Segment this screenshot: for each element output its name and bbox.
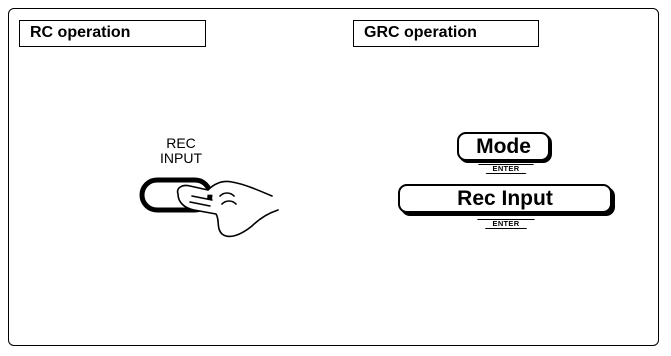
enter-tag-mode: ENTER [478,164,534,174]
rc-illustration [139,177,279,238]
diagram-frame [8,8,659,346]
enter-tag-rec-input: ENTER [477,219,535,229]
grc-operation-label: GRC operation [353,20,539,47]
rec-input-button-label: REC INPUT [138,136,224,166]
hand-pressing-icon [176,180,279,238]
rec-input-key: Rec Input [398,184,612,213]
rec-label-line2: INPUT [160,150,202,166]
rc-operation-label: RC operation [19,20,206,47]
rec-label-line1: REC [166,135,196,151]
mode-key: Mode [457,132,550,161]
